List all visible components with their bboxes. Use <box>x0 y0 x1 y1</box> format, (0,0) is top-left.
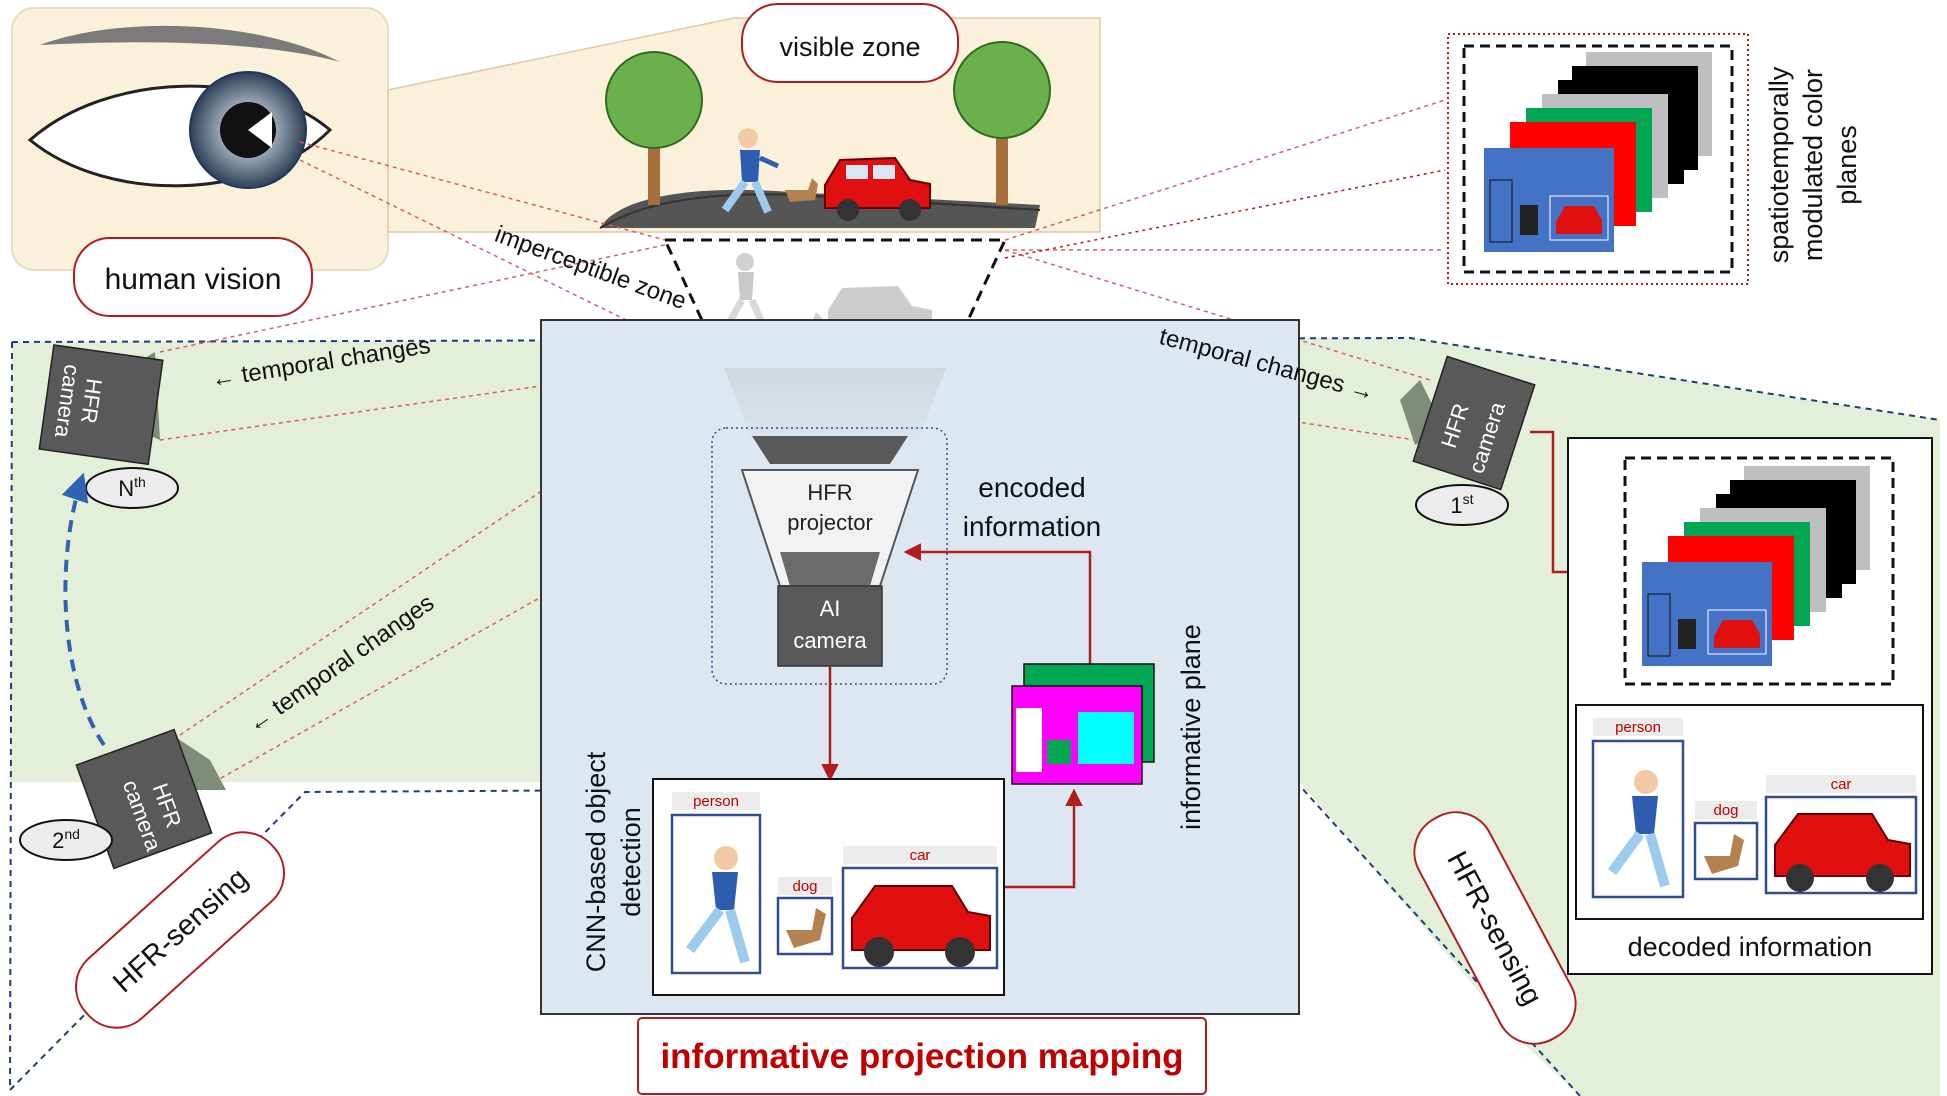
cnn-label-1: CNN-based object <box>581 751 611 972</box>
decoded-stack-frame <box>1623 456 1895 686</box>
hfr-label-nth: HFR <box>76 377 107 425</box>
visible-scene <box>599 41 1051 229</box>
plane-pointer <box>1004 169 1446 259</box>
person-icon <box>721 128 780 214</box>
first-badge <box>1415 484 1509 526</box>
spatio-stack-inner <box>1462 44 1734 274</box>
ai-label: AI <box>820 596 841 621</box>
spatio-label-2: modulated color <box>1798 69 1828 261</box>
car-icon <box>824 156 931 221</box>
person-tag: person <box>693 793 739 810</box>
cnn-label-2: detection <box>616 807 646 917</box>
tree-icon <box>953 41 1051 205</box>
decoded-car-tag: car <box>1831 776 1852 793</box>
ai-camera-label: camera <box>793 628 867 653</box>
imperceptible-zone-label: imperceptible zone <box>491 221 690 315</box>
dog-tag: dog <box>792 878 817 895</box>
detection-dog: dog <box>776 877 834 956</box>
decoded-plane-stack <box>1642 466 1870 666</box>
tree-icon <box>605 51 703 205</box>
spatio-label-1: spatiotemporally <box>1764 66 1794 263</box>
detection-person: person <box>670 792 762 975</box>
hfr-camera-1st: HFR camera <box>1400 355 1536 491</box>
encoded-arrow <box>903 543 1092 664</box>
encoded-label-2: information <box>963 511 1102 542</box>
eye-icon <box>27 25 340 189</box>
hfr-camera-nth: HFR camera <box>38 344 164 466</box>
human-vision-pill <box>73 237 313 317</box>
decoded-dog: dog <box>1693 801 1759 881</box>
second-badge <box>19 819 113 861</box>
ai-camera-box <box>777 585 883 667</box>
decoded-person-tag: person <box>1615 719 1661 736</box>
hfr-projector-label-2: projector <box>787 510 873 535</box>
hfr-projector-label-1: HFR <box>807 480 852 505</box>
car-tag: car <box>910 847 931 864</box>
encoded-label-1: encoded <box>978 472 1085 503</box>
visible-zone-pill <box>741 3 959 83</box>
human-vision-label: human vision <box>105 263 282 296</box>
spatio-stack-outer <box>1447 33 1749 285</box>
detection-car: car <box>841 846 999 970</box>
ipm-label: informative projection mapping <box>660 1037 1183 1076</box>
detection-to-plane-arrow <box>1004 788 1083 889</box>
second-label: 2nd <box>52 826 80 853</box>
color-plane-stack <box>1484 52 1712 252</box>
first-label: 1st <box>1450 491 1473 518</box>
informative-plane <box>1011 663 1155 785</box>
cycle-arrow <box>61 472 106 747</box>
decoded-dog-tag: dog <box>1713 802 1738 819</box>
projector-lens-bottom <box>780 552 880 586</box>
dog-icon <box>785 178 818 202</box>
decoded-information-label: decoded information <box>1628 932 1873 962</box>
projection-beam <box>724 368 946 440</box>
ipm-label-box <box>637 1017 1207 1095</box>
projector-group-outline <box>711 427 948 685</box>
spatio-label-3: planes <box>1832 125 1862 205</box>
projector-lens-top <box>752 436 908 464</box>
decoded-person: person <box>1591 718 1685 899</box>
nth-label: Nth <box>118 474 146 501</box>
decoded-car: car <box>1764 775 1918 895</box>
informative-plane-label: informative plane <box>1176 624 1206 830</box>
visible-zone-label: visible zone <box>779 32 920 62</box>
